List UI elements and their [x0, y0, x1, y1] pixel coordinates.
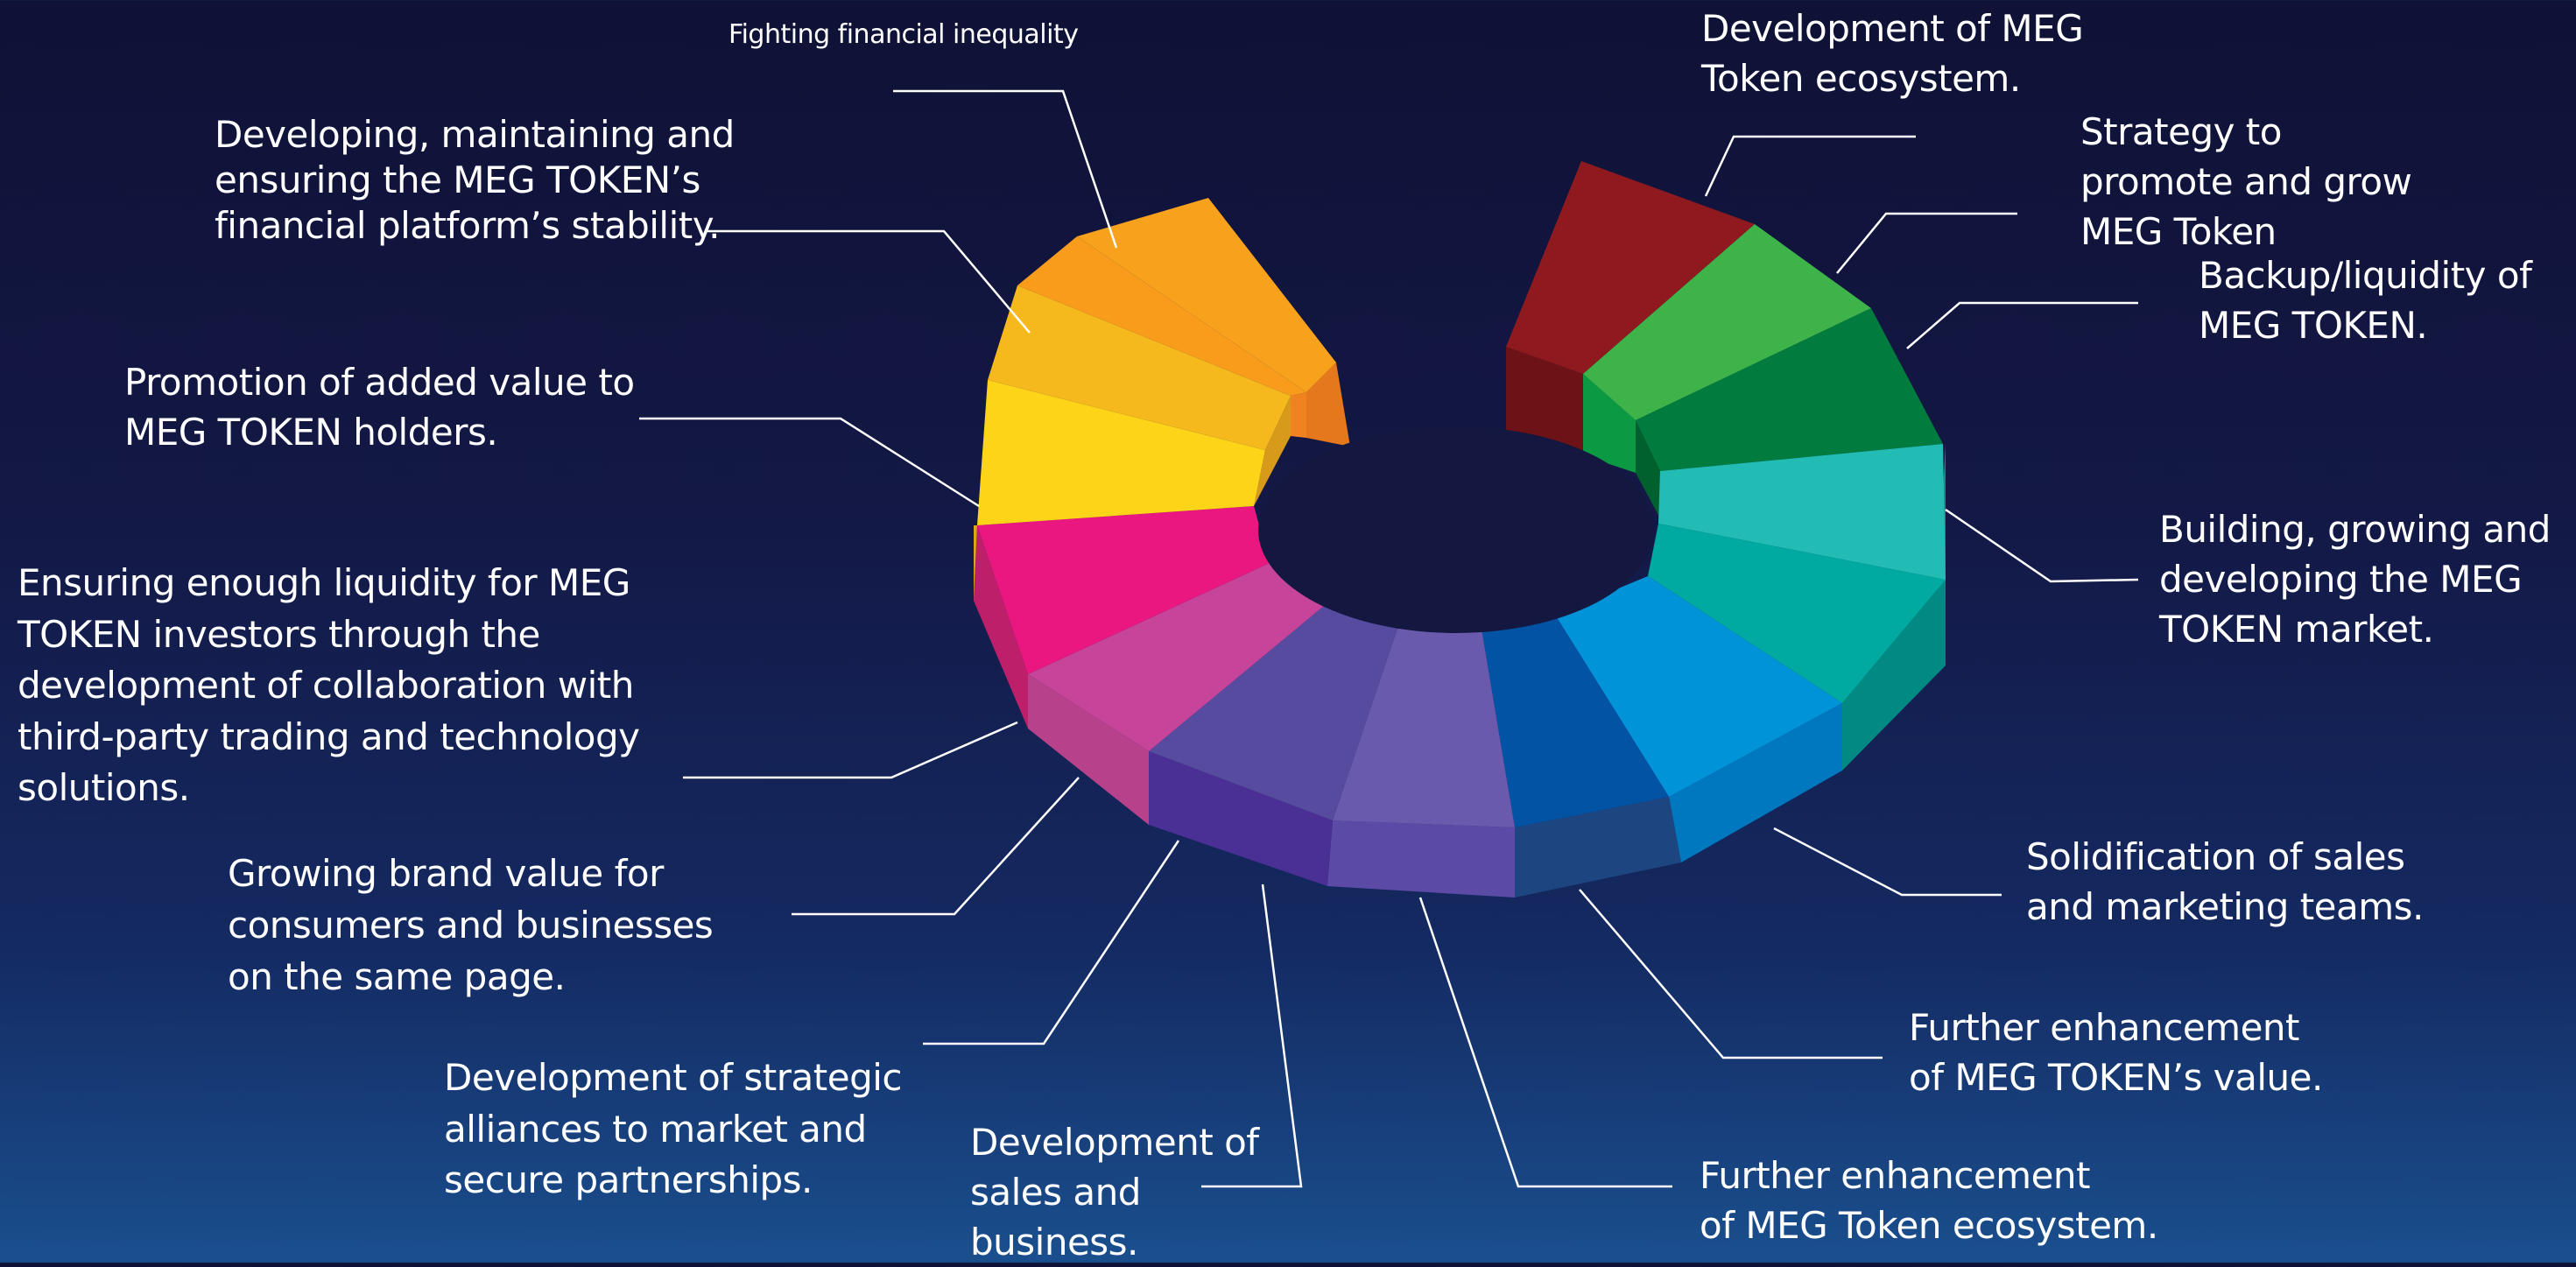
segment-side-sales-business — [1149, 751, 1333, 886]
segment-top-sales-teams — [1555, 576, 1842, 797]
leader-line-ecosystem2 — [1418, 897, 1672, 1188]
leader-line-added-value — [639, 417, 980, 508]
leader-line-strategy — [1836, 212, 2017, 274]
label-added-value: Promotion of added value to MEG TOKEN ho… — [124, 361, 635, 454]
label-sales-business: Development of sales and business. — [970, 1121, 1259, 1263]
segment-side-value — [1515, 797, 1681, 897]
segment-top-ecosystem2 — [1333, 629, 1515, 827]
leader-line-liquidity — [683, 721, 1018, 779]
leader-line-sales-business — [1201, 883, 1303, 1188]
ring-segments — [974, 161, 1946, 897]
segment-top-value — [1482, 615, 1669, 827]
segment-side-ecosystem2 — [1327, 820, 1515, 897]
segment-side-teal2 — [1842, 580, 1946, 771]
segment-side-liquidity — [974, 525, 977, 601]
segment-top-backup — [1636, 308, 1943, 471]
leader-line-value — [1579, 889, 1883, 1059]
label-brand-value: Growing brand value for consumers and bu… — [228, 852, 714, 998]
leader-line-dev-ecosystem — [1704, 135, 1916, 197]
segment-side-strategy — [1583, 374, 1636, 473]
segment-side-backup — [1636, 420, 1660, 518]
segment-top-dev-ecosystem — [1506, 161, 1755, 374]
label-strategy: Strategy to promote and grow MEG Token — [2080, 110, 2412, 253]
segment-top-added-value — [988, 285, 1291, 450]
label-strategic-alliances: Development of strategic alliances to ma… — [444, 1056, 903, 1201]
label-investor-liquidity: Ensuring enough liquidity for MEG TOKEN … — [18, 561, 640, 809]
segment-top-inequality — [1077, 198, 1336, 392]
segment-top-brand — [977, 506, 1270, 674]
segment-side-brand — [974, 525, 1028, 729]
segment-side-inequality — [1306, 363, 1350, 447]
segment-top-sales-business — [1149, 606, 1397, 820]
segment-side-stability — [1291, 392, 1306, 438]
label-market: Building, growing and developing the MEG… — [2159, 508, 2551, 651]
segment-top-market — [1658, 444, 1946, 580]
leader-line-market — [1945, 508, 2139, 583]
segment-top-alliances — [1028, 563, 1324, 751]
leader-line-stability — [707, 229, 1031, 334]
segment-side-added-value — [1254, 396, 1291, 506]
label-sales-teams: Solidification of sales and marketing te… — [2026, 835, 2424, 928]
leader-line-brand — [792, 777, 1080, 916]
segment-top-liquidity — [977, 380, 1265, 525]
segment-side-alliances — [1028, 674, 1149, 825]
label-platform-stability: Developing, maintaining and ensuring the… — [215, 113, 735, 247]
segment-side-dev-ecosystem — [1506, 347, 1583, 455]
segment-top-strategy — [1583, 224, 1871, 420]
label-ecosystem-enhancement: Further enhancement of MEG Token ecosyst… — [1700, 1154, 2158, 1247]
segment-top-stability — [1017, 236, 1306, 396]
leader-line-alliances — [923, 840, 1180, 1045]
donut-hole — [1258, 426, 1654, 633]
label-ecosystem-development: Development of MEG Token ecosystem. — [1701, 7, 2084, 100]
leader-line-backup — [1906, 301, 2138, 349]
label-token-value: Further enhancement of MEG TOKEN’s value… — [1909, 1006, 2323, 1099]
label-fighting-inequality: Fighting financial inequality — [728, 19, 1079, 50]
segment-top-teal2 — [1648, 524, 1946, 703]
leader-lines — [639, 89, 2139, 1188]
segment-side-sales-teams — [1669, 703, 1842, 862]
leader-line-sales-teams — [1773, 827, 2002, 897]
leader-line-inequality — [893, 89, 1118, 249]
label-backup-liquidity: Backup/liquidity of MEG TOKEN. — [2199, 254, 2532, 347]
